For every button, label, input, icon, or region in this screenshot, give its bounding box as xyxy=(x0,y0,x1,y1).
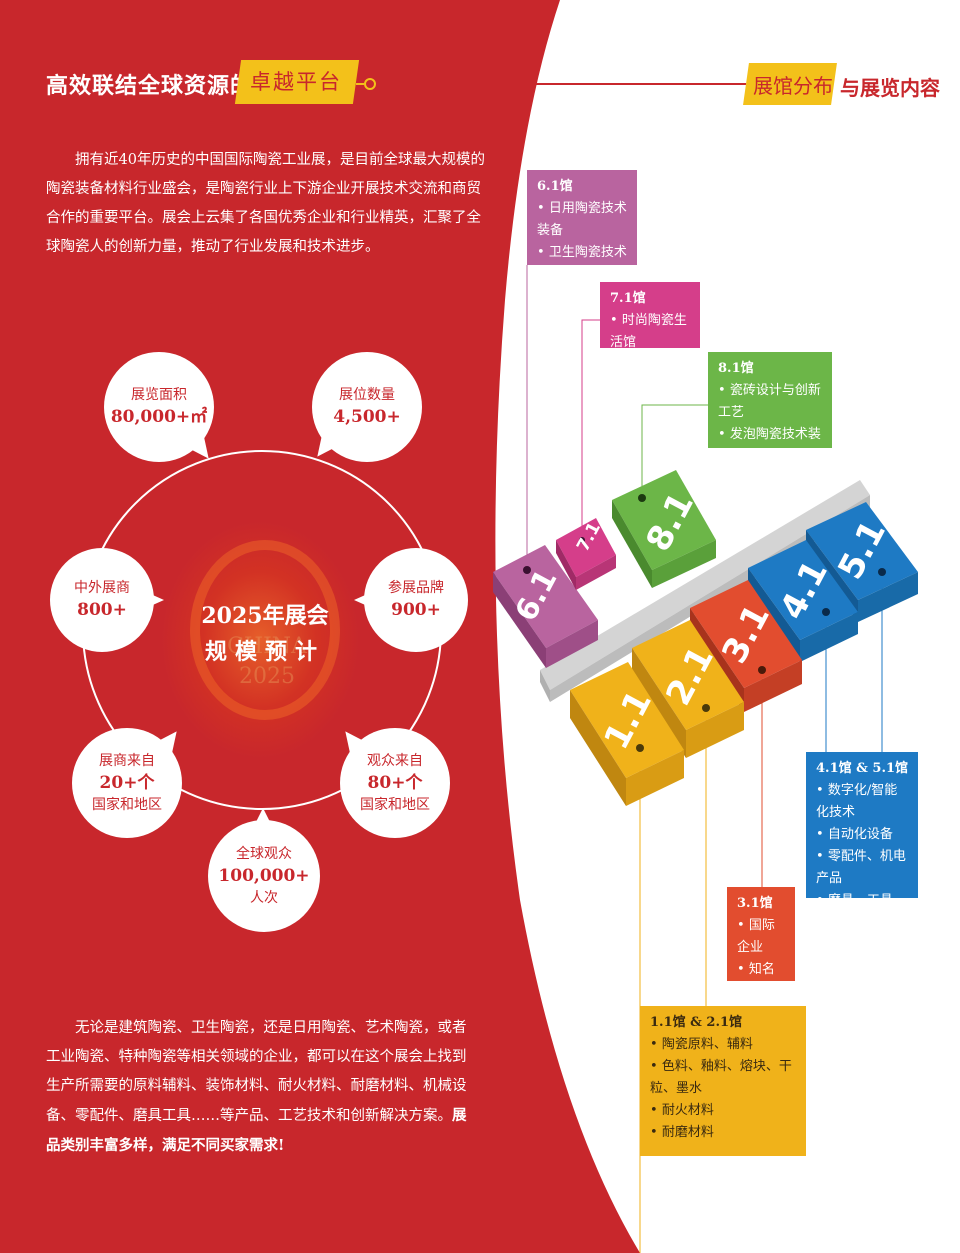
hall-info-1-1-2-1: 1.1馆 & 2.1馆 陶瓷原料、辅料 色料、釉料、熔块、干粒、墨水 耐火材料 … xyxy=(640,1006,806,1156)
stat-bubble-visitor-countries: 观众来自 80+个 国家和地区 xyxy=(340,728,450,838)
block-4-1-front xyxy=(800,612,858,662)
stat-bubble-exhibitor-countries: 展商来自 20+个 国家和地区 xyxy=(72,728,182,838)
dot-7-1 xyxy=(579,537,585,543)
right-highlight-text: 展馆分布 xyxy=(753,74,833,98)
hall-info-8-1: 8.1馆 瓷砖设计与创新工艺 发泡陶瓷技术装备 xyxy=(708,352,832,464)
hall-info-3-1: 3.1馆 国际企业 知名品牌 xyxy=(727,887,795,999)
connector-7-1 xyxy=(581,319,600,540)
connector-8-1 xyxy=(641,404,708,500)
hall-info-6-1: 6.1馆 日用陶瓷技术装备 卫生陶瓷技术装备 xyxy=(527,170,637,282)
header-line xyxy=(376,83,746,85)
dot-2-1 xyxy=(702,704,710,712)
stat-bubble-booths: 展位数量 4,500+ xyxy=(312,352,422,462)
block-2-1-side xyxy=(632,648,686,758)
hall-info-7-1: 7.1馆 时尚陶瓷生活馆 xyxy=(600,282,700,350)
block-5-1-front xyxy=(858,572,918,622)
block-6-1-front xyxy=(546,620,598,668)
header-line-left xyxy=(356,83,364,85)
block-3-1-front xyxy=(744,660,802,712)
block-4-1-top xyxy=(748,540,858,640)
stat-bubble-brands: 参展品牌 900+ xyxy=(354,548,468,652)
hall-info-4-1-5-1: 4.1馆 & 5.1馆 数字化/智能化技术 自动化设备 零配件、机电产品 磨具、… xyxy=(806,752,918,908)
flame-ring-graphic xyxy=(190,540,340,720)
block-5-1-top xyxy=(806,502,918,600)
center-title: 2025年展会 规模预计 xyxy=(180,598,350,670)
header-line-dot xyxy=(364,78,376,90)
right-title: 与展览内容 xyxy=(840,76,940,100)
block-1-1-front xyxy=(626,750,684,806)
header-title: 高效联结全球资源的 xyxy=(46,73,254,99)
block-8-1-top xyxy=(612,470,716,570)
dot-1-1 xyxy=(636,744,644,752)
closing-paragraph: 无论是建筑陶瓷、卫生陶瓷，还是日用陶瓷、艺术陶瓷，或者工业陶瓷、特种陶瓷等相关领… xyxy=(46,1020,467,1154)
walkway-side xyxy=(540,670,550,702)
block-8-1-front xyxy=(652,540,716,588)
walkway-top xyxy=(540,480,870,690)
stat-bubble-visitors: 全球观众 100,000+ 人次 xyxy=(208,808,320,932)
block-1-1-side xyxy=(570,690,626,806)
dot-4-1 xyxy=(822,608,830,616)
header-highlight-text: 卓越平台 xyxy=(250,70,342,94)
block-6-1-side xyxy=(493,572,546,668)
dot-6-1 xyxy=(523,566,531,574)
dot-8-1 xyxy=(638,494,646,502)
block-2-1-front xyxy=(686,702,744,758)
stat-bubble-exhibitors: 中外展商 800+ xyxy=(50,548,164,652)
block-7-1-front xyxy=(576,555,616,590)
block-8-1-side xyxy=(612,500,652,588)
block-6-1-top xyxy=(493,545,598,648)
block-1-1-top xyxy=(570,662,684,778)
block-7-1-top xyxy=(556,518,616,577)
china-2025-watermark: CHINA 2025 xyxy=(227,634,307,689)
block-7-1-side xyxy=(556,540,576,590)
dot-5-1 xyxy=(878,568,886,576)
stat-bubble-area: 展览面积 80,000+㎡ xyxy=(104,352,214,462)
dot-3-1 xyxy=(758,666,766,674)
intro-paragraph: 拥有近40年历史的中国国际陶瓷工业展，是目前全球最大规模的陶瓷装备材料行业盛会，… xyxy=(46,152,485,255)
closing-highlight: 展品类别丰富多样，满足不同买家需求! xyxy=(46,1107,467,1154)
center-title-line2: 规模预计 xyxy=(204,639,325,665)
center-title-line1: 2025年展会 xyxy=(201,603,329,629)
block-2-1-top xyxy=(632,620,744,730)
block-3-1-top xyxy=(690,580,802,688)
